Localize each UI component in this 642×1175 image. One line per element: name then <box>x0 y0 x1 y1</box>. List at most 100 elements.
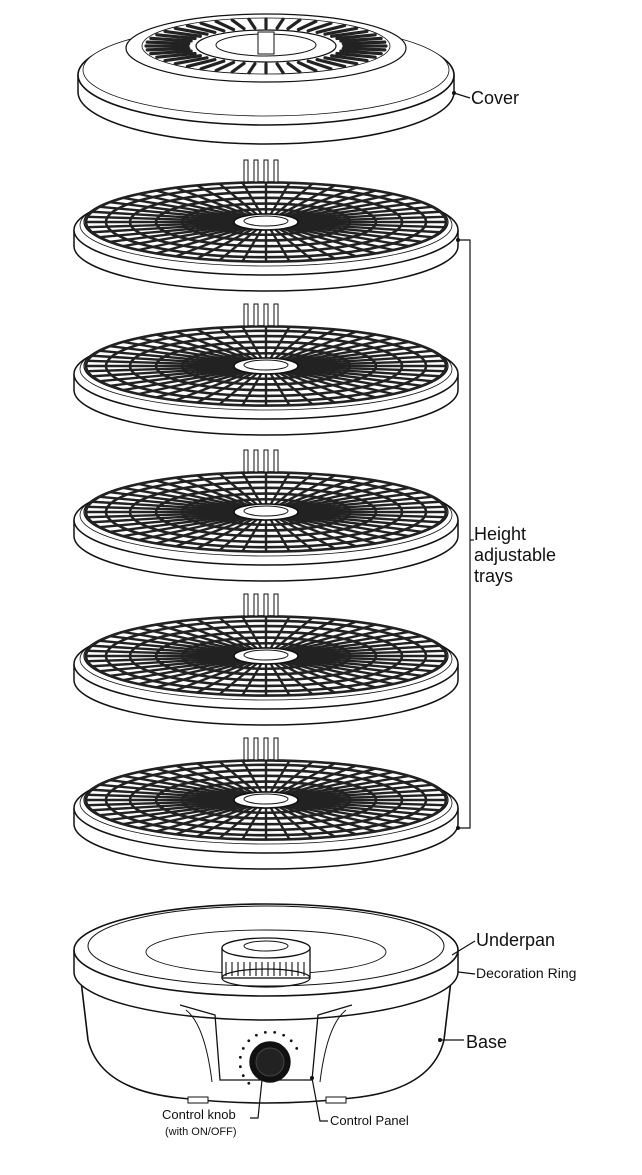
knob-scale-dot <box>247 1039 251 1043</box>
callout-cover-dot <box>452 91 456 95</box>
tray-mesh-spoke <box>286 660 376 689</box>
cover-vent-slot <box>163 29 202 38</box>
tray-mesh-spoke <box>92 788 234 800</box>
tray-mesh-spoke <box>99 367 235 383</box>
tray-mesh-spoke <box>295 514 423 533</box>
tray <box>73 737 459 870</box>
tray-mesh-spoke <box>241 326 263 360</box>
cover-handle <box>257 31 275 55</box>
tray-mesh-spoke <box>269 616 291 650</box>
tray-mesh-spoke <box>292 369 410 392</box>
tray-mesh-spoke <box>299 511 445 519</box>
tray-mesh-spoke <box>156 804 246 833</box>
tray-mesh-spoke <box>286 370 376 399</box>
tray-post <box>243 449 249 473</box>
tray-mesh-spoke <box>92 500 234 512</box>
tray-center-hole <box>243 359 289 371</box>
tray-mesh-spoke <box>138 770 243 796</box>
tray-mesh-spoke <box>175 764 250 795</box>
tray-mesh-spoke <box>278 762 336 795</box>
tray-mesh-spoke <box>289 192 394 218</box>
tray-mesh-spoke <box>138 516 243 542</box>
tray-mesh-spoke <box>156 226 246 255</box>
tray-mesh-spoke <box>175 186 250 217</box>
tray-mesh-spoke <box>99 223 235 239</box>
tray-mesh-spoke <box>218 472 258 506</box>
tray-mesh-spoke <box>122 659 240 682</box>
tray-mesh-spoke <box>196 661 254 694</box>
tray-mesh-spoke <box>99 783 235 799</box>
tray-mesh-spoke <box>122 630 240 653</box>
tray-mesh-spoke <box>292 774 410 797</box>
tray-mesh-spoke <box>156 189 246 218</box>
callout-underpan <box>451 940 476 956</box>
tray-mesh-spoke <box>295 491 423 510</box>
cover-vent-slot <box>149 36 193 43</box>
tray-post <box>263 737 269 761</box>
tray-post <box>273 449 279 473</box>
tray-post <box>253 159 259 183</box>
knob-scale-dot <box>282 1033 286 1037</box>
tray-mesh-spoke <box>109 779 237 798</box>
tray-mesh-spoke <box>282 227 357 258</box>
tray-mesh-spoke <box>175 517 250 548</box>
cover-vent-slot <box>155 33 197 41</box>
tray-mesh-spoke <box>269 182 291 216</box>
tray-mesh-spoke <box>299 221 445 229</box>
label-decoration-ring: Decoration Ring <box>476 965 577 981</box>
tray-mesh-spoke <box>138 192 243 218</box>
cover-drawing <box>77 13 455 145</box>
tray-mesh-spoke <box>109 201 237 220</box>
tray-mesh-spoke <box>241 616 263 650</box>
tray-mesh-spoke <box>196 328 254 361</box>
label-trays-line3: trays <box>474 566 514 586</box>
cover-vent-slot <box>330 29 369 38</box>
tray-mesh-spoke <box>109 802 237 821</box>
tray-mesh-spoke <box>196 762 254 795</box>
tray-mesh-spoke <box>292 803 410 826</box>
tray-mesh-spoke <box>122 774 240 797</box>
label-control-knob-note: (with ON/OFF) <box>165 1126 237 1138</box>
cover-vent-slot <box>173 26 209 36</box>
tray-mesh-spoke <box>278 474 336 507</box>
tray-mesh-spoke <box>196 371 254 404</box>
tray-post <box>243 593 249 617</box>
tray-mesh-spoke <box>289 226 394 252</box>
tray-mesh-spoke <box>282 476 357 507</box>
label-base: Base <box>466 1032 508 1052</box>
cover-vent-slot <box>199 21 226 33</box>
tray-mesh-spoke <box>282 186 357 217</box>
tray-mesh-spoke <box>289 370 394 396</box>
tray-mesh-spoke <box>175 371 250 402</box>
tray-mesh-spoke <box>218 182 258 216</box>
cover-vent-slot <box>214 19 236 32</box>
tray-mesh-spoke <box>269 518 291 552</box>
tray-mesh-spoke <box>218 806 258 840</box>
cover-vent-slot <box>330 54 369 63</box>
tray-mesh-spoke <box>299 215 445 223</box>
tray-mesh-spoke <box>109 514 237 533</box>
tray-mesh-spoke <box>282 517 357 548</box>
tray-mesh-spoke <box>87 649 233 657</box>
tray-post <box>273 593 279 617</box>
tray-mesh-spoke <box>298 210 440 222</box>
tray-mesh-spoke <box>286 226 376 255</box>
knob-scale-dot <box>241 1046 245 1050</box>
tray-mesh-spoke <box>241 760 263 794</box>
tray-mesh-spoke <box>99 639 235 655</box>
cover-vent-slot <box>230 61 246 74</box>
cover-vent-slot <box>199 59 226 71</box>
tray-mesh-spoke <box>299 359 445 367</box>
tray-mesh-spoke <box>196 517 254 550</box>
tray-mesh-spoke <box>299 799 445 807</box>
tray-mesh-spoke <box>289 482 394 508</box>
tray-mesh-spoke <box>274 326 314 360</box>
tray-mesh-spoke <box>109 491 237 510</box>
tray-mesh-spoke <box>92 512 234 524</box>
cover-vent-slot <box>230 18 246 31</box>
tray-mesh-spoke <box>92 210 234 222</box>
tray-mesh-spoke <box>196 805 254 838</box>
tray-mesh-spoke <box>99 513 235 529</box>
tray-mesh-spoke <box>295 635 423 654</box>
tray-mesh-spoke <box>138 336 243 362</box>
